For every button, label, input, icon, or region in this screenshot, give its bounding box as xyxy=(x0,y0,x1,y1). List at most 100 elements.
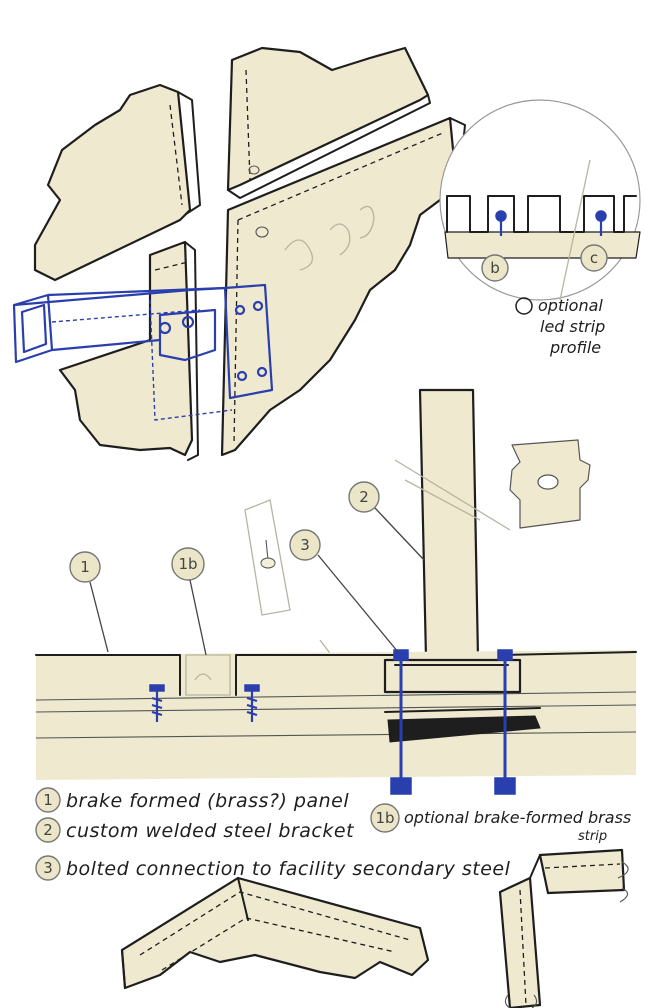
tube-inner-face xyxy=(20,303,48,354)
panel-top-mid xyxy=(235,654,396,696)
lower-left-panel-dash xyxy=(154,261,189,271)
upper-right-panel-dash xyxy=(245,69,251,181)
drip-arrow xyxy=(617,861,629,879)
bracket-plate-dash xyxy=(149,299,233,421)
bolt-hole xyxy=(181,315,195,329)
profile-teeth xyxy=(446,195,637,233)
callout-2-leader xyxy=(374,507,425,561)
callout-b-label: b xyxy=(490,259,500,277)
post-base-plate xyxy=(383,658,522,694)
note-c-line1: optional xyxy=(538,296,603,315)
tube-bottom-edge xyxy=(51,338,161,352)
bolt-hole xyxy=(158,321,172,335)
tube-side-edge xyxy=(47,286,226,297)
legend-2-bubble xyxy=(35,817,61,843)
legend-1b-text: optional brake-formed brass xyxy=(404,808,631,827)
upper-left-panel xyxy=(33,83,192,282)
lower-right-panel-dash-v xyxy=(233,219,239,446)
bent-panel-fold xyxy=(237,877,249,921)
profile-band xyxy=(444,231,641,259)
screw-hole xyxy=(248,165,260,175)
panel-top-left xyxy=(35,654,181,696)
callout-1b-leader xyxy=(189,579,207,656)
legend-1b-text-cont: strip xyxy=(578,829,607,844)
panel-line xyxy=(35,704,637,713)
bent-panel-corner xyxy=(120,876,430,990)
panel-top-right xyxy=(504,651,637,656)
callout-1-bubble xyxy=(69,551,101,583)
bent-panel-edge xyxy=(121,949,126,989)
upper-right-panel-lip xyxy=(227,94,431,199)
legend-3-text: bolted connection to facility secondary … xyxy=(66,858,511,880)
upper-right-panel xyxy=(226,46,430,192)
drip-arrow xyxy=(619,887,629,903)
callout-b-bubble xyxy=(481,254,509,282)
legend-1-bubble xyxy=(35,787,61,813)
legend-1-text: brake formed (brass?) panel xyxy=(66,790,349,812)
secondary-steel-outline xyxy=(384,707,541,713)
pencil-line xyxy=(404,479,481,521)
bent-panel-body xyxy=(120,876,430,990)
bracket-plate xyxy=(223,283,274,400)
note-c-marker xyxy=(515,297,533,315)
wall-panel-band xyxy=(36,650,636,780)
profile-vertical xyxy=(498,876,542,1008)
connector-hole xyxy=(537,474,559,490)
pencil-line xyxy=(394,459,511,531)
upper-left-panel-dash xyxy=(169,104,183,206)
led-strip-profile-detail: b c optional led strip profile xyxy=(439,99,641,357)
callout-3-leader xyxy=(317,554,399,653)
callout-3-label: 3 xyxy=(300,536,310,554)
edge-profile-section xyxy=(498,848,629,1008)
panel-screw xyxy=(149,684,165,722)
note-c-line2: led strip xyxy=(540,317,605,336)
panel-screw xyxy=(244,684,260,722)
secondary-steel xyxy=(387,715,541,743)
led-dot xyxy=(495,210,507,222)
callout-1-leader xyxy=(89,581,109,653)
profile-cap xyxy=(538,848,626,895)
callout-2-bubble xyxy=(348,481,380,513)
bolt-hole xyxy=(256,366,268,378)
callout-1-label: 1 xyxy=(80,558,90,576)
callout-1b-label: 1b xyxy=(178,555,197,573)
callout-1b-bubble xyxy=(171,547,205,581)
connection-bolt xyxy=(494,649,516,795)
steel-bracket-tube xyxy=(12,283,274,421)
bracket-flange xyxy=(158,308,217,362)
pencil-slash xyxy=(559,159,591,301)
lower-left-panel xyxy=(58,240,194,457)
legend-1b-num: 1b xyxy=(375,809,394,827)
profile-dash xyxy=(544,863,621,869)
upper-left-panel-edge xyxy=(177,91,201,215)
legend-3-num: 3 xyxy=(43,859,53,877)
tube-inner-line xyxy=(51,309,201,323)
legend-2-num: 2 xyxy=(43,821,53,839)
screw-hole xyxy=(255,226,269,238)
callout-c-label: c xyxy=(590,249,598,267)
pencil-strip-pin xyxy=(265,539,269,561)
isometric-panel-assembly xyxy=(12,46,466,461)
callout-3-bubble xyxy=(289,529,321,561)
bolt-hole xyxy=(234,304,246,316)
callout-2-label: 2 xyxy=(359,488,369,506)
drip-arrow xyxy=(504,994,538,1008)
lower-left-panel-edge xyxy=(184,241,199,461)
legend-1b-bubble xyxy=(370,803,400,833)
profile-dash-v xyxy=(519,889,527,1006)
led-dot xyxy=(595,210,607,222)
legend: 1 brake formed (brass?) panel 2 custom w… xyxy=(35,787,631,881)
bent-panel-dash-2 xyxy=(161,917,396,971)
lower-right-panel-dash xyxy=(237,131,446,221)
bent-panel-dash xyxy=(139,891,411,956)
profile-return xyxy=(529,854,541,879)
legend-1-num: 1 xyxy=(43,791,53,809)
bolt-hole xyxy=(252,300,264,312)
pencil-scribble xyxy=(284,205,375,271)
steel-post xyxy=(418,388,480,660)
strip-gap-box xyxy=(185,654,231,696)
panel-line xyxy=(35,691,637,701)
callout-c-bubble xyxy=(580,244,608,272)
connection-bolt xyxy=(390,649,412,795)
